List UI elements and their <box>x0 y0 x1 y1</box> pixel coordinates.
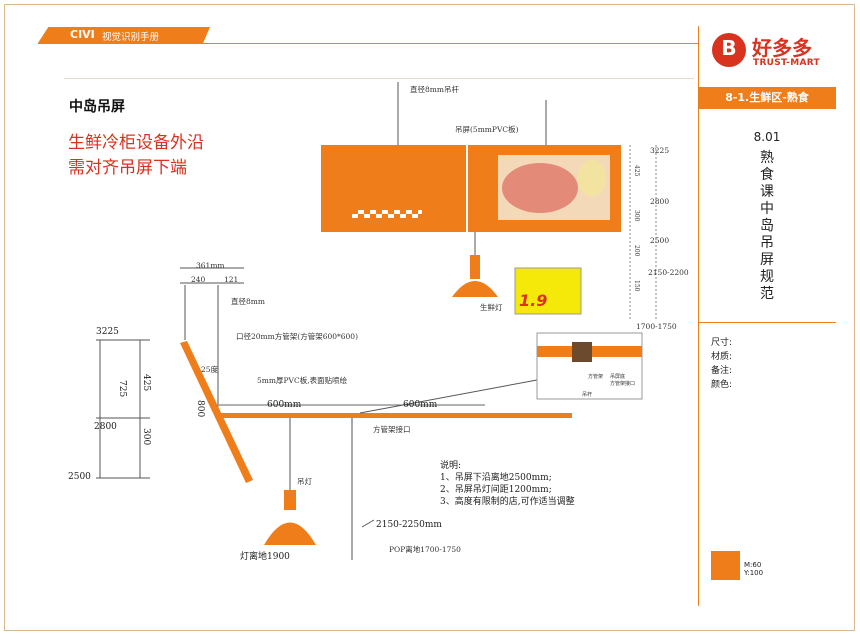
note-1: 1、吊屏下沿离地2500mm; <box>440 473 552 483</box>
section-rule <box>698 108 836 109</box>
page-frame <box>4 4 855 631</box>
meat-photo-shape <box>502 163 578 213</box>
len-600b-label: 600mm <box>403 400 438 410</box>
detail-label-b: 吊屏底 <box>610 374 626 380</box>
rod8-label: 直径8mm <box>231 297 265 306</box>
frame-spec-label: 口径20mm方管架(方管架600*600) <box>236 332 358 341</box>
spec-notes: 备注: <box>711 366 733 376</box>
red-note-line2: 需对齐吊屏下端 <box>68 158 187 178</box>
len-600a-label: 600mm <box>267 400 302 410</box>
angle-label: 25度 <box>201 365 219 374</box>
pvc-spec-label: 5mm厚PVC板,表面贴喷绘 <box>257 376 348 385</box>
side-200: 200 <box>633 245 640 257</box>
section-title: 熟食课中岛吊屏规范 <box>760 150 774 302</box>
side-1700: 1700-1750 <box>636 322 677 331</box>
spec-size: 尺寸: <box>711 338 733 348</box>
logo-mark: B <box>721 36 737 60</box>
side-150: 150 <box>633 280 640 292</box>
lamp-side-label: 吊灯 <box>297 477 312 486</box>
manual-title: 视觉识别手册 <box>102 32 160 43</box>
detail-label-a: 方管架 <box>588 374 604 380</box>
swatch-y: Y:100 <box>744 569 764 577</box>
brand-name: CIVI <box>70 28 95 41</box>
detail-pipe <box>572 342 592 362</box>
note-2: 2、吊屏吊灯间距1200mm; <box>440 485 552 495</box>
dim-121-label: 121 <box>224 275 239 284</box>
side-2500: 2500 <box>650 236 670 245</box>
lamp-shade <box>452 281 498 297</box>
logo-name-cn: 好多多 <box>752 36 812 60</box>
color-swatch <box>711 551 740 580</box>
notes-title: 说明: <box>440 461 462 471</box>
callout-line <box>359 379 538 414</box>
section-code: 8.01 <box>753 130 781 144</box>
height-425: 425 <box>141 374 151 392</box>
header-rule <box>38 43 698 44</box>
swatch-m: M:60 <box>744 561 762 569</box>
height-2500: 2500 <box>68 472 91 482</box>
side-2150: 2150-2200 <box>648 268 689 277</box>
dim-240-label: 240 <box>191 275 206 284</box>
drawing-title: 中岛吊屏 <box>69 99 125 115</box>
pop-label: POP离地1700-1750 <box>389 545 461 554</box>
spec-rule <box>698 322 836 323</box>
height-3225: 3225 <box>96 327 119 337</box>
lamp-stem <box>470 255 480 279</box>
spec-color: 颜色: <box>711 380 733 390</box>
lamp-label: 生鲜灯 <box>480 303 503 312</box>
lamp-shade-2 <box>264 522 316 545</box>
side-3225: 3225 <box>650 146 670 155</box>
meat-photo-shape <box>578 160 606 196</box>
height-725: 725 <box>117 380 127 398</box>
dim-800-label: 800 <box>195 400 205 418</box>
lamp-height-label: 灯离地1900 <box>240 552 290 562</box>
height-300: 300 <box>141 428 151 446</box>
section-label: 8-1.生鲜区-熟食 <box>698 87 836 108</box>
red-note-line1: 生鲜冷柜设备外沿 <box>68 133 204 153</box>
drawing-top-rule <box>64 78 694 79</box>
right-column <box>698 26 837 606</box>
price-tag <box>514 267 582 315</box>
spec-material: 材质: <box>711 352 733 362</box>
detail-label-c: 方管架接口 <box>610 381 636 387</box>
horizontal-board <box>215 413 572 418</box>
header-tab <box>38 27 210 43</box>
side-2800: 2800 <box>650 197 670 206</box>
lamp-stem-2 <box>284 490 296 510</box>
side-425: 425 <box>633 165 640 177</box>
logo-name-en: TRUST-MART <box>753 58 820 68</box>
joint-label: 方管架接口 <box>373 425 411 434</box>
logo-icon <box>712 33 746 67</box>
screen-label: 吊屏(5mmPVC板) <box>455 125 519 134</box>
detail-label-d: 吊杆 <box>582 392 593 398</box>
range-label: 2150-2250mm <box>376 520 442 530</box>
notes-block: 说明: 1、吊屏下沿离地2500mm; 2、吊屏吊灯间距1200mm; 3、高度… <box>440 460 575 508</box>
checker-pattern <box>352 210 422 218</box>
slanted-board <box>180 341 253 483</box>
range-marker <box>361 519 375 528</box>
rod-label: 直径8mm吊杆 <box>410 85 459 94</box>
side-300: 300 <box>633 210 640 222</box>
height-2800: 2800 <box>94 422 117 432</box>
price-tag-value: 1.9 <box>519 291 548 310</box>
note-3: 3、高度有限制的店,可作适当调整 <box>440 497 575 507</box>
dim-361-label: 361mm <box>196 261 225 270</box>
